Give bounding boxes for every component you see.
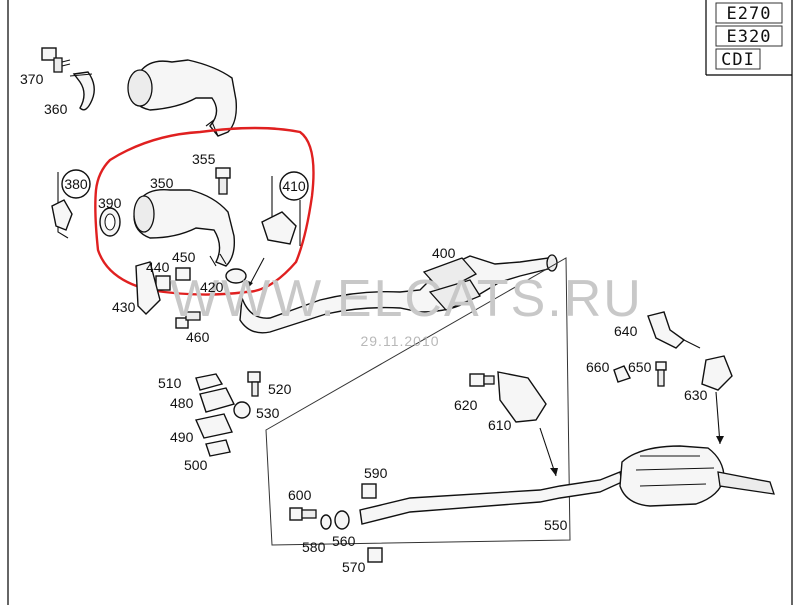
bolt-460 [175, 311, 201, 329]
front-pipe-400 [239, 254, 558, 334]
middle-section-outline [265, 257, 571, 546]
rear-pipe-550 [359, 471, 623, 525]
label-460: 460 [186, 329, 210, 345]
part-labels: 370 360 355 350 380 390 410 450 440 420 … [20, 71, 708, 575]
label-400: 400 [432, 245, 456, 261]
bracket-430 [135, 261, 161, 315]
label-560: 560 [332, 533, 356, 549]
label-570: 570 [342, 559, 366, 575]
model-box-2 [715, 25, 783, 47]
label-590: 590 [364, 465, 388, 481]
bracket-510 [195, 373, 224, 391]
hanger-610 [497, 371, 547, 423]
label-370: 370 [20, 71, 44, 87]
bracket-380 [51, 172, 73, 239]
label-500: 500 [184, 457, 208, 473]
label-420: 420 [200, 279, 224, 295]
label-600: 600 [288, 487, 312, 503]
upper-catalytic-converter [127, 59, 238, 137]
label-550: 550 [544, 517, 568, 533]
rear-muffler [619, 445, 775, 507]
label-610: 610 [488, 417, 512, 433]
clamp-360 [69, 71, 95, 111]
label-530: 530 [256, 405, 280, 421]
ref-circle-410 [279, 171, 309, 201]
label-650: 650 [628, 359, 652, 375]
label-430: 430 [112, 299, 136, 315]
label-350: 350 [150, 175, 174, 191]
nut-450 [175, 267, 191, 281]
rubber-660 [613, 365, 631, 383]
model-code-1: E270 [727, 4, 772, 24]
ref-circle-380 [61, 169, 91, 199]
nut-530 [233, 401, 251, 419]
label-380: 380 [64, 176, 88, 192]
model-code-badges: E270 E320 CDI [715, 2, 783, 70]
label-410: 410 [282, 178, 306, 194]
model-code-3: CDI [721, 50, 755, 70]
screw-650 [655, 361, 667, 387]
gasket-420 [225, 268, 247, 284]
label-510: 510 [158, 375, 182, 391]
bolt-600 [289, 507, 317, 521]
bracket-410 [261, 176, 301, 246]
mount-630 [701, 355, 733, 391]
label-660: 660 [586, 359, 610, 375]
label-630: 630 [684, 387, 708, 403]
model-code-2: E320 [727, 27, 772, 47]
bracket-480 [199, 387, 236, 413]
model-box-1 [715, 2, 783, 24]
ring-560 [334, 510, 350, 530]
washer-440 [155, 275, 171, 291]
arrow-630 [715, 391, 721, 445]
bolt-370 [41, 47, 71, 73]
label-580: 580 [302, 539, 326, 555]
nut-590 [361, 483, 377, 499]
watermark: WWW.ELCATS.RU [170, 270, 643, 328]
bolt-355 [215, 167, 231, 195]
bracket-640 [647, 311, 686, 349]
bolt-520 [247, 371, 261, 397]
label-620: 620 [454, 397, 478, 413]
date-stamp: 29.11.2010 [360, 333, 439, 349]
label-520: 520 [268, 381, 292, 397]
clamp-500 [205, 439, 231, 457]
label-450: 450 [172, 249, 196, 265]
nut-570 [367, 547, 383, 563]
catalytic-converter-350 [133, 189, 236, 267]
label-360: 360 [44, 101, 68, 117]
bolt-620 [469, 373, 495, 387]
label-490: 490 [170, 429, 194, 445]
label-355: 355 [192, 151, 216, 167]
label-480: 480 [170, 395, 194, 411]
label-640: 640 [614, 323, 638, 339]
washer-580 [320, 514, 332, 530]
label-390: 390 [98, 195, 122, 211]
hanger-490 [195, 413, 233, 439]
highlight-outline [94, 126, 315, 296]
label-440: 440 [146, 259, 170, 275]
model-box-3 [715, 48, 761, 70]
